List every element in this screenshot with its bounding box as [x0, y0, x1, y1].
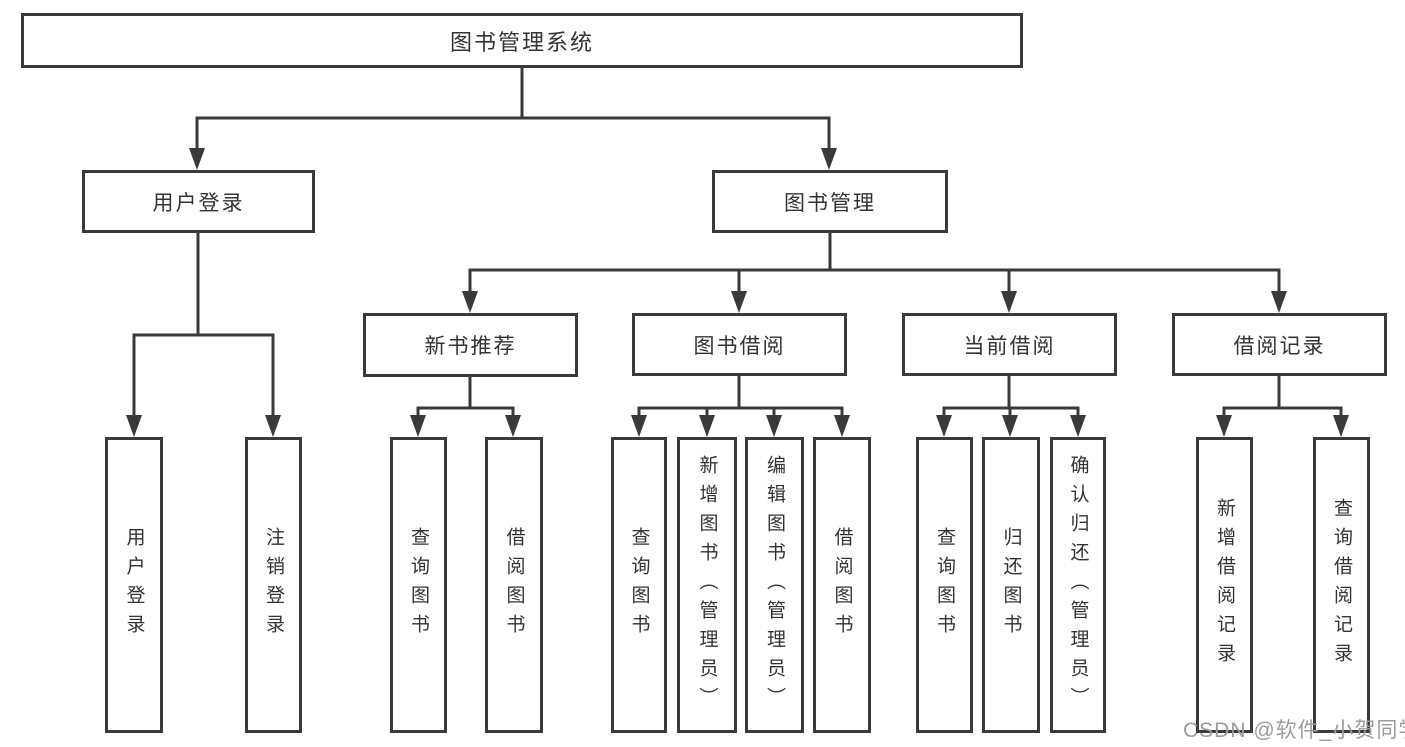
leaf-borrow-books-1-label: 借阅图书 — [503, 527, 525, 643]
leaf-confirm-return-admin: 确认归还（管理员） — [1050, 437, 1106, 733]
node-current-borrowing: 当前借阅 — [902, 313, 1117, 376]
node-current-borrowing-label: 当前借阅 — [963, 334, 1056, 358]
node-book-borrowing: 图书借阅 — [632, 313, 847, 376]
leaf-query-books-1: 查询图书 — [390, 437, 447, 733]
node-new-book-recommendation-label: 新书推荐 — [424, 335, 517, 358]
leaf-add-books-admin-label: 新增图书（管理员） — [696, 454, 718, 716]
leaf-logout: 注销登录 — [245, 437, 302, 733]
leaf-query-books-1-label: 查询图书 — [408, 527, 429, 643]
leaf-borrow-books-1: 借阅图书 — [485, 437, 543, 733]
node-borrowing-records: 借阅记录 — [1172, 313, 1387, 376]
leaf-return-books-label: 归还图书 — [1000, 527, 1022, 643]
leaf-borrow-books-2: 借阅图书 — [813, 437, 871, 733]
node-new-book-recommendation: 新书推荐 — [363, 313, 578, 377]
node-book-management: 图书管理 — [712, 170, 948, 233]
leaf-user-login: 用户登录 — [105, 437, 163, 733]
leaf-return-books: 归还图书 — [982, 437, 1040, 733]
leaf-query-books-3-label: 查询图书 — [934, 527, 955, 643]
node-borrowing-records-label: 借阅记录 — [1233, 334, 1326, 358]
leaf-edit-books-admin-label: 编辑图书（管理员） — [764, 454, 785, 716]
leaf-logout-label: 注销登录 — [263, 527, 284, 643]
leaf-query-books-2: 查询图书 — [611, 437, 667, 733]
node-book-borrowing-label: 图书借阅 — [693, 334, 786, 358]
leaf-edit-books-admin: 编辑图书（管理员） — [745, 437, 804, 733]
leaf-confirm-return-admin-label: 确认归还（管理员） — [1067, 454, 1089, 716]
leaf-user-login-label: 用户登录 — [123, 527, 145, 643]
leaf-query-books-2-label: 查询图书 — [628, 527, 650, 643]
csdn-watermark: CSDN @软件_小贺同学 — [1183, 719, 1405, 742]
leaf-add-borrow-record: 新增借阅记录 — [1196, 437, 1253, 733]
node-root-system: 图书管理系统 — [21, 13, 1023, 68]
node-user-login-label: 用户登录 — [152, 191, 245, 215]
node-root-label: 图书管理系统 — [449, 29, 594, 55]
leaf-add-borrow-record-label: 新增借阅记录 — [1214, 498, 1235, 672]
leaf-query-books-3: 查询图书 — [916, 437, 973, 733]
leaf-borrow-books-2-label: 借阅图书 — [831, 527, 853, 643]
node-user-login: 用户登录 — [82, 170, 315, 233]
leaf-query-borrow-record: 查询借阅记录 — [1313, 437, 1370, 733]
leaf-add-books-admin: 新增图书（管理员） — [677, 437, 737, 733]
leaf-query-borrow-record-label: 查询借阅记录 — [1331, 498, 1352, 672]
node-book-management-label: 图书管理 — [784, 191, 876, 215]
